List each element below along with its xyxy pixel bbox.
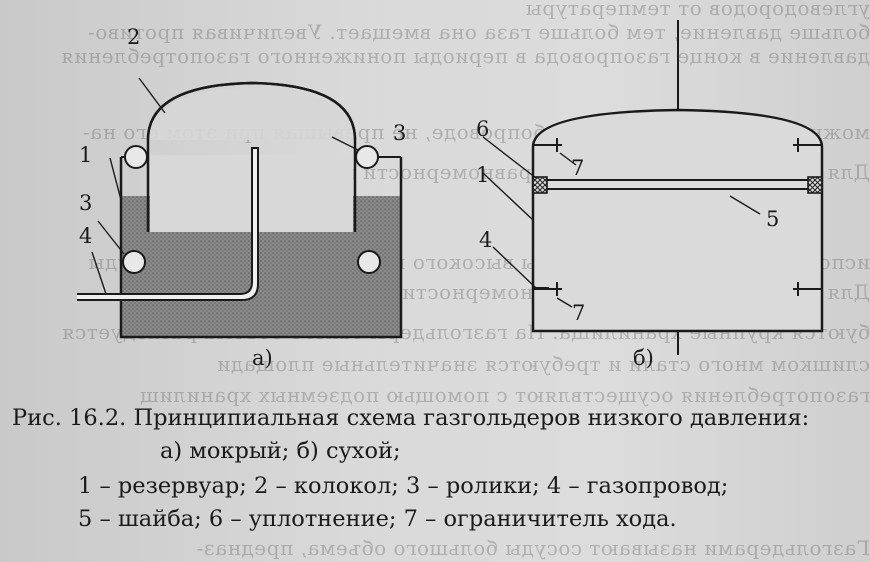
- roller: [357, 250, 381, 274]
- reservoir-walls: [119, 157, 403, 339]
- label-3-left: 3: [79, 191, 92, 215]
- label-4: 4: [79, 224, 92, 248]
- label-1-dry: 1: [476, 163, 489, 187]
- label-7-top: 7: [571, 156, 584, 180]
- gas-pipe: [77, 147, 259, 301]
- roller: [355, 145, 379, 169]
- seal: [807, 176, 823, 194]
- seal: [532, 176, 548, 194]
- gasholder-diagram: 2 1 3 3 4 а): [77, 20, 824, 370]
- figure-caption-legend-1: 1 – резервуар; 2 – колокол; 3 – ролики; …: [78, 473, 729, 499]
- figure-caption-types: а) мокрый; б) сухой;: [160, 438, 401, 464]
- sublabel-b: б): [633, 346, 654, 370]
- dry-gasholder: 6 1 7 5 4 7 б): [476, 20, 824, 370]
- roller: [124, 145, 148, 169]
- bleed-through-line: Газгольдерами называют сосуды большого о…: [196, 536, 870, 560]
- label-7-bottom: 7: [572, 301, 585, 325]
- sublabel-a: а): [252, 346, 273, 370]
- wet-gasholder: 2 1 3 3 4 а): [77, 25, 406, 370]
- stroke-limiter-bottom: [793, 282, 822, 296]
- figure-caption-title: Рис. 16.2. Принципиальная схема газгольд…: [12, 405, 810, 431]
- dry-reservoir-body: [531, 108, 824, 333]
- washer: [544, 179, 811, 190]
- figure-caption-legend-2: 5 – шайба; 6 – уплотнение; 7 – ограничит…: [78, 506, 677, 532]
- label-3-right: 3: [393, 121, 406, 145]
- stroke-limiter-top: [533, 138, 562, 152]
- label-5: 5: [766, 207, 779, 231]
- label-1: 1: [79, 143, 92, 167]
- stroke-limiter-top: [793, 138, 822, 152]
- roller: [122, 250, 146, 274]
- label-2: 2: [127, 25, 140, 49]
- label-4-dry: 4: [479, 228, 492, 252]
- label-6: 6: [476, 117, 489, 141]
